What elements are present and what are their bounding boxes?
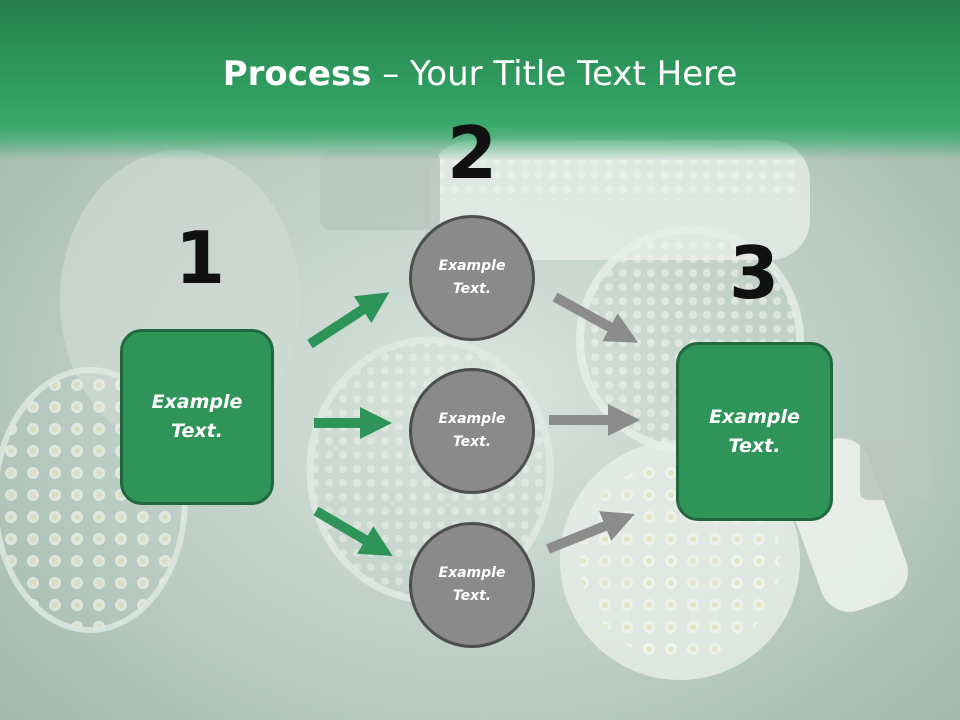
- step-number-3: 3: [728, 231, 780, 315]
- gray-arrow-up: [546, 511, 635, 554]
- step-2-circle-bottom: Example Text.: [409, 522, 535, 648]
- circle-middle-line1: Example: [438, 411, 506, 427]
- title-bold: Process: [222, 54, 372, 94]
- green-arrow-up: [307, 292, 390, 349]
- step-number-2: 2: [446, 111, 498, 195]
- page-title: Process – Your Title Text Here: [0, 52, 960, 96]
- step-3-box-line2: Text.: [728, 434, 781, 457]
- step-3-box: Example Text.: [676, 342, 833, 521]
- circle-bottom-line1: Example: [438, 565, 506, 581]
- step-1-box-line2: Text.: [171, 420, 223, 442]
- step-3-box-line1: Example: [709, 405, 800, 428]
- gray-arrow-down: [552, 292, 639, 343]
- circle-top-line2: Text.: [452, 281, 492, 297]
- step-1-box-line1: Example: [151, 391, 243, 413]
- title-bar: [0, 0, 960, 160]
- circle-top-line1: Example: [438, 258, 506, 274]
- step-number-1: 1: [174, 216, 226, 300]
- step-2-circle-middle: Example Text.: [409, 368, 535, 494]
- circle-bottom-line2: Text.: [452, 588, 492, 604]
- green-arrow-down: [313, 506, 393, 557]
- title-rest: – Your Title Text Here: [371, 54, 738, 94]
- circle-middle-line2: Text.: [452, 434, 492, 450]
- step-2-circle-top: Example Text.: [409, 215, 535, 341]
- step-1-box: Example Text.: [120, 329, 274, 505]
